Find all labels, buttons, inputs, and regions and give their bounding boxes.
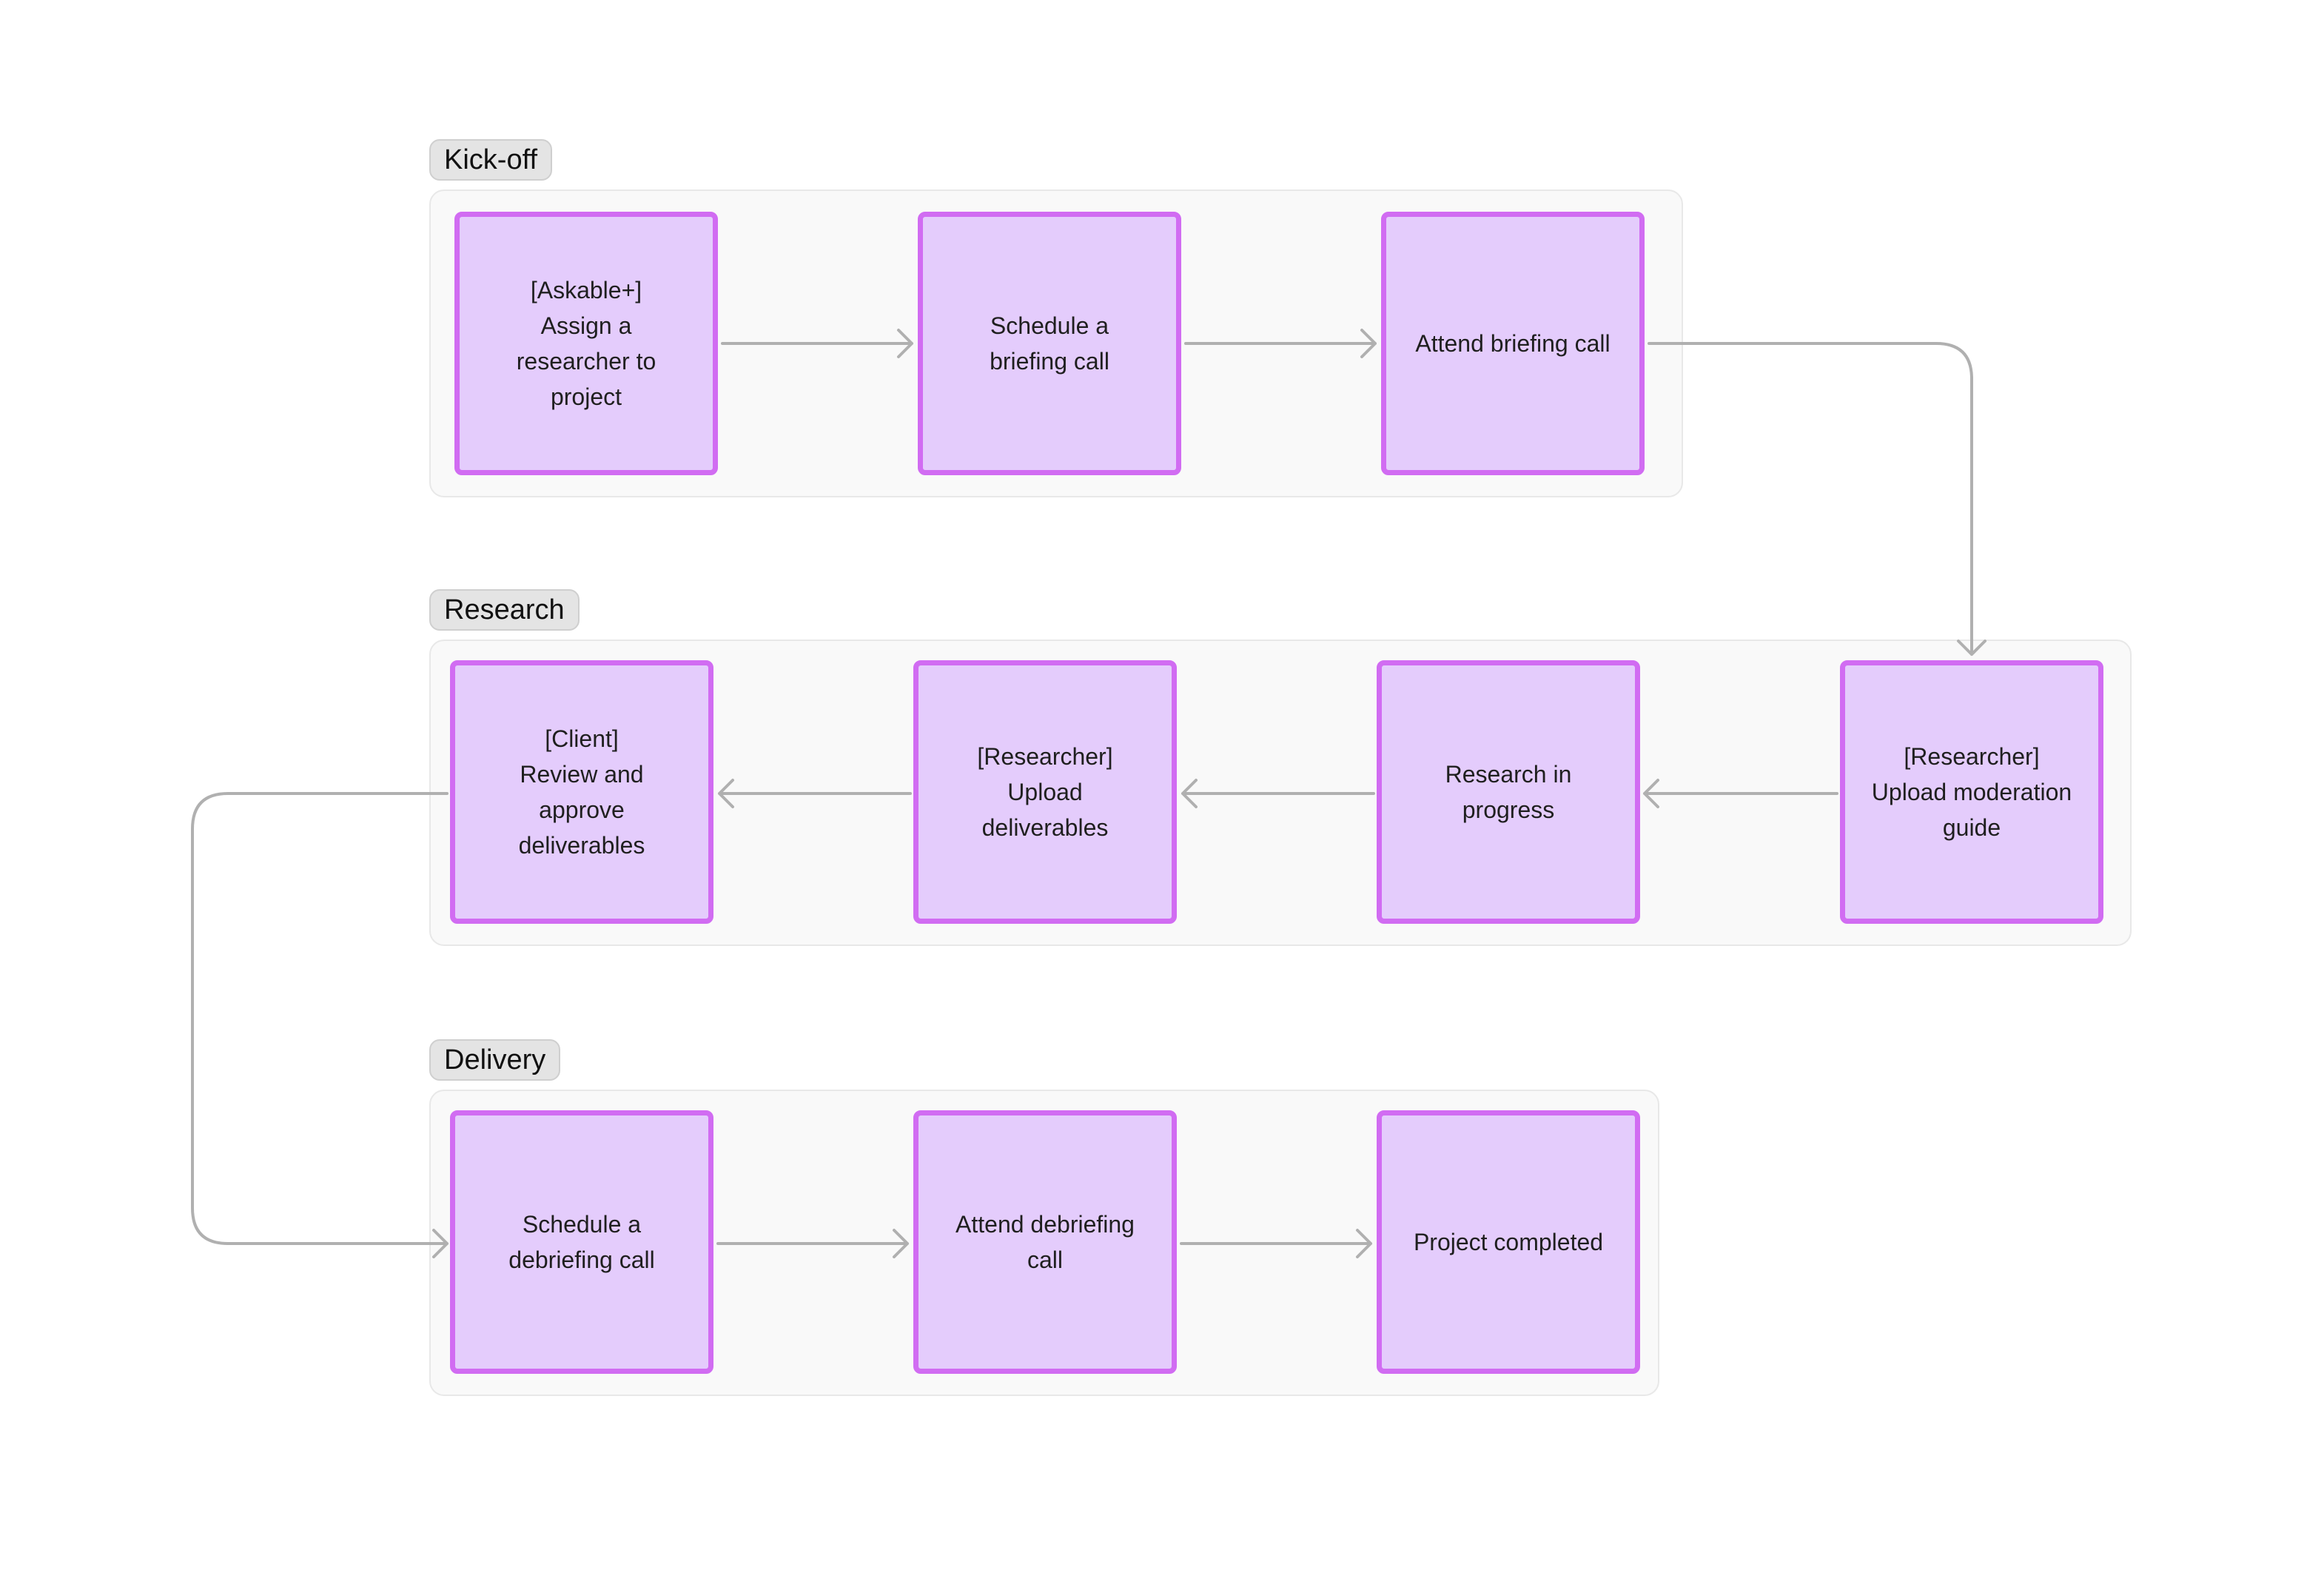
step-label: Attend debriefing call bbox=[956, 1211, 1135, 1273]
section-label-delivery: Delivery bbox=[429, 1039, 561, 1081]
step-label: Attend briefing call bbox=[1415, 330, 1611, 357]
step-label: Schedule a debriefing call bbox=[508, 1211, 655, 1273]
step-label: Research in progress bbox=[1445, 761, 1572, 823]
step-upload-deliverables[interactable]: [Researcher] Upload deliverables bbox=[913, 660, 1177, 924]
step-label: [Researcher] Upload deliverables bbox=[977, 743, 1113, 841]
arrow-review-to-debriefing bbox=[191, 792, 449, 1258]
arrow-attend-to-moderation-guide bbox=[1648, 342, 1987, 656]
step-label: Project completed bbox=[1413, 1229, 1604, 1255]
step-label: [Client] Review and approve deliverables bbox=[518, 725, 645, 859]
step-schedule-debriefing-call[interactable]: Schedule a debriefing call bbox=[450, 1110, 713, 1374]
step-label: [Askable+] Assign a researcher to projec… bbox=[516, 277, 656, 410]
step-research-in-progress[interactable]: Research in progress bbox=[1377, 660, 1640, 924]
step-label: Schedule a briefing call bbox=[990, 312, 1109, 375]
section-label-kickoff: Kick-off bbox=[429, 139, 553, 181]
step-assign-researcher[interactable]: [Askable+] Assign a researcher to projec… bbox=[454, 212, 718, 475]
step-label: [Researcher] Upload moderation guide bbox=[1871, 743, 2072, 841]
step-attend-briefing-call[interactable]: Attend briefing call bbox=[1381, 212, 1645, 475]
step-attend-debriefing-call[interactable]: Attend debriefing call bbox=[913, 1110, 1177, 1374]
step-project-completed[interactable]: Project completed bbox=[1377, 1110, 1640, 1374]
step-upload-moderation-guide[interactable]: [Researcher] Upload moderation guide bbox=[1840, 660, 2103, 924]
step-client-review-deliverables[interactable]: [Client] Review and approve deliverables bbox=[450, 660, 713, 924]
step-schedule-briefing-call[interactable]: Schedule a briefing call bbox=[918, 212, 1181, 475]
section-label-research: Research bbox=[429, 589, 580, 631]
